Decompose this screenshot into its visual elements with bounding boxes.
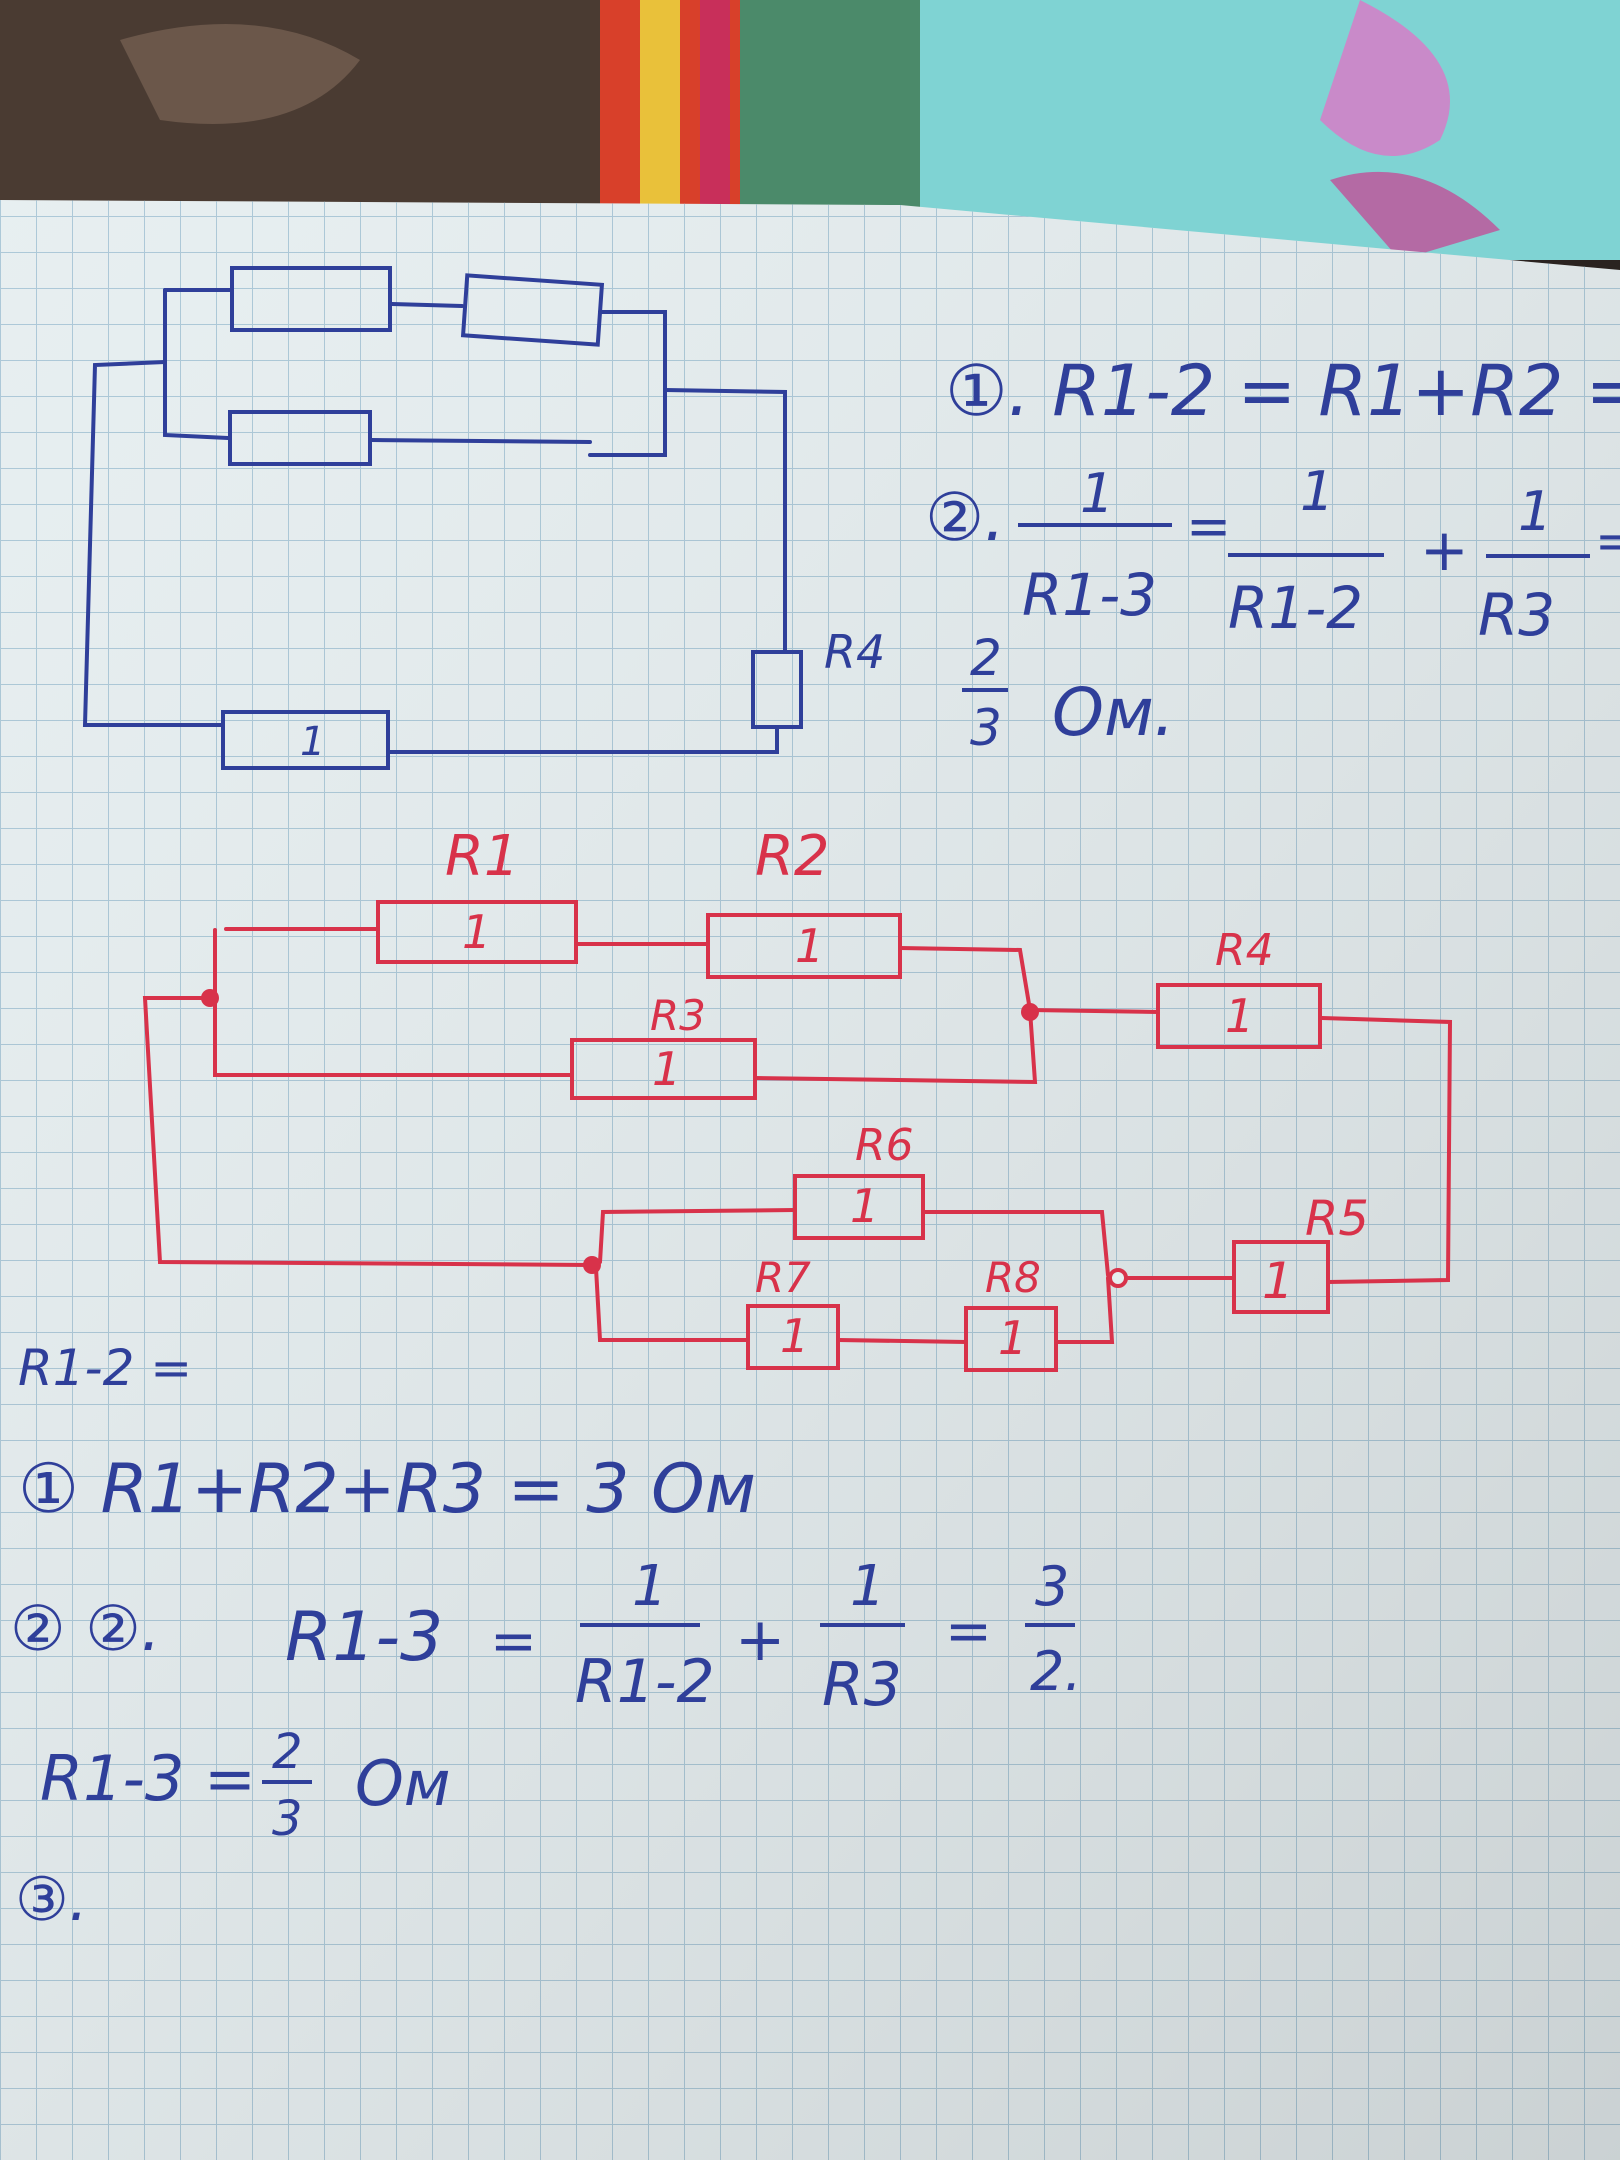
bottom-frac-a-den: R1-2 [575,1647,715,1717]
label-r8: R8 [985,1253,1041,1302]
blue-bottom-resistor-value: 1 [300,719,325,765]
frac-b-den: R3 [1478,581,1555,649]
frac-b-num: 1 [1518,480,1552,543]
red-resistor-r2 [706,913,902,979]
bottom-line1: R1-2 = [18,1339,192,1397]
bottom-frac-a-num: 1 [632,1554,668,1619]
value-r8: 1 [998,1311,1027,1365]
note-step1: ①. R1-2 = R1+R2 = 2 [945,350,1620,432]
label-r3: R3 [650,991,706,1040]
blue-resistor-middle [228,410,372,466]
red-resistor-r1 [376,900,578,964]
red-resistor-r3 [570,1038,757,1100]
bottom-plus: + [735,1605,785,1675]
bottom-line2: ① R1+R2+R3 = 3 Ом [18,1450,756,1529]
label-r1: R1 [445,824,520,889]
red-junctions [201,989,1128,1288]
bottom-line5: ③. [15,1865,88,1935]
label-r7: R7 [755,1253,811,1302]
red-resistor-r8 [964,1306,1058,1372]
label-r4: R4 [1215,925,1274,976]
bottom-eq2: = [945,1599,992,1664]
value-r3: 1 [652,1042,681,1096]
frac-lhs-den: R1-3 [1022,561,1157,629]
value-r6: 1 [850,1179,879,1233]
label-r5: R5 [1305,1191,1369,1247]
value-r5: 1 [1262,1252,1294,1310]
note-step2-prefix: ②. [925,479,1005,556]
label-r2: R2 [755,824,830,889]
frac-trailing: = [1595,512,1620,570]
bottom-line3-eq: = [490,1609,537,1674]
blue-r4-label: R4 [824,625,885,679]
red-resistor-r5 [1232,1240,1330,1314]
red-resistor-r7 [746,1304,840,1370]
result-den: 3 [970,699,1002,757]
blue-resistor-top-left [230,266,392,332]
frac-eq: = [1186,495,1231,558]
bottom-line4-lhs: R1-3 = [40,1742,256,1815]
bottom-line4-num: 2 [272,1724,303,1780]
value-r7: 1 [780,1309,809,1363]
result-unit: Ом. [1052,674,1175,751]
blue-resistor-top-right [460,273,605,347]
background-fabric [0,0,1620,260]
notebook-page [0,200,1620,2160]
bottom-notes: R1-2 = ① R1+R2+R3 = 3 Ом ② ②. R1-3 = 1 R… [10,1339,1082,1935]
bottom-frac-b-den: R3 [822,1650,902,1720]
blue-circuit [82,266,803,770]
value-r2: 1 [795,919,824,973]
red-resistor-values: 1 1 1 1 1 1 1 1 [462,905,1294,1365]
bottom-line3-prefix: ② ②. [10,1592,161,1665]
frac-a-den: R1-2 [1228,574,1363,642]
top-notes: ①. R1-2 = R1+R2 = 2 ②. 1 R1-3 = 1 R1-2 +… [925,350,1620,757]
frac-lhs-num: 1 [1080,462,1114,525]
result-num: 2 [970,629,1002,687]
bottom-res-num: 3 [1035,1555,1069,1618]
red-resistor-r6 [793,1174,925,1240]
frac-a-num: 1 [1300,460,1334,523]
bottom-line3-lhs: R1-3 [285,1598,443,1677]
red-circuit [142,900,1453,1372]
bottom-frac-b-num: 1 [850,1554,886,1619]
value-r4: 1 [1225,989,1254,1043]
bottom-line4-unit: Ом [355,1747,451,1820]
bottom-line4-den: 3 [272,1791,303,1847]
label-r6: R6 [855,1120,914,1171]
value-r1: 1 [462,905,491,959]
blue-resistor-bottom [221,710,390,770]
frac-plus: + [1420,516,1469,584]
red-resistor-r4 [1156,983,1322,1049]
bottom-res-den: 2. [1030,1640,1082,1703]
